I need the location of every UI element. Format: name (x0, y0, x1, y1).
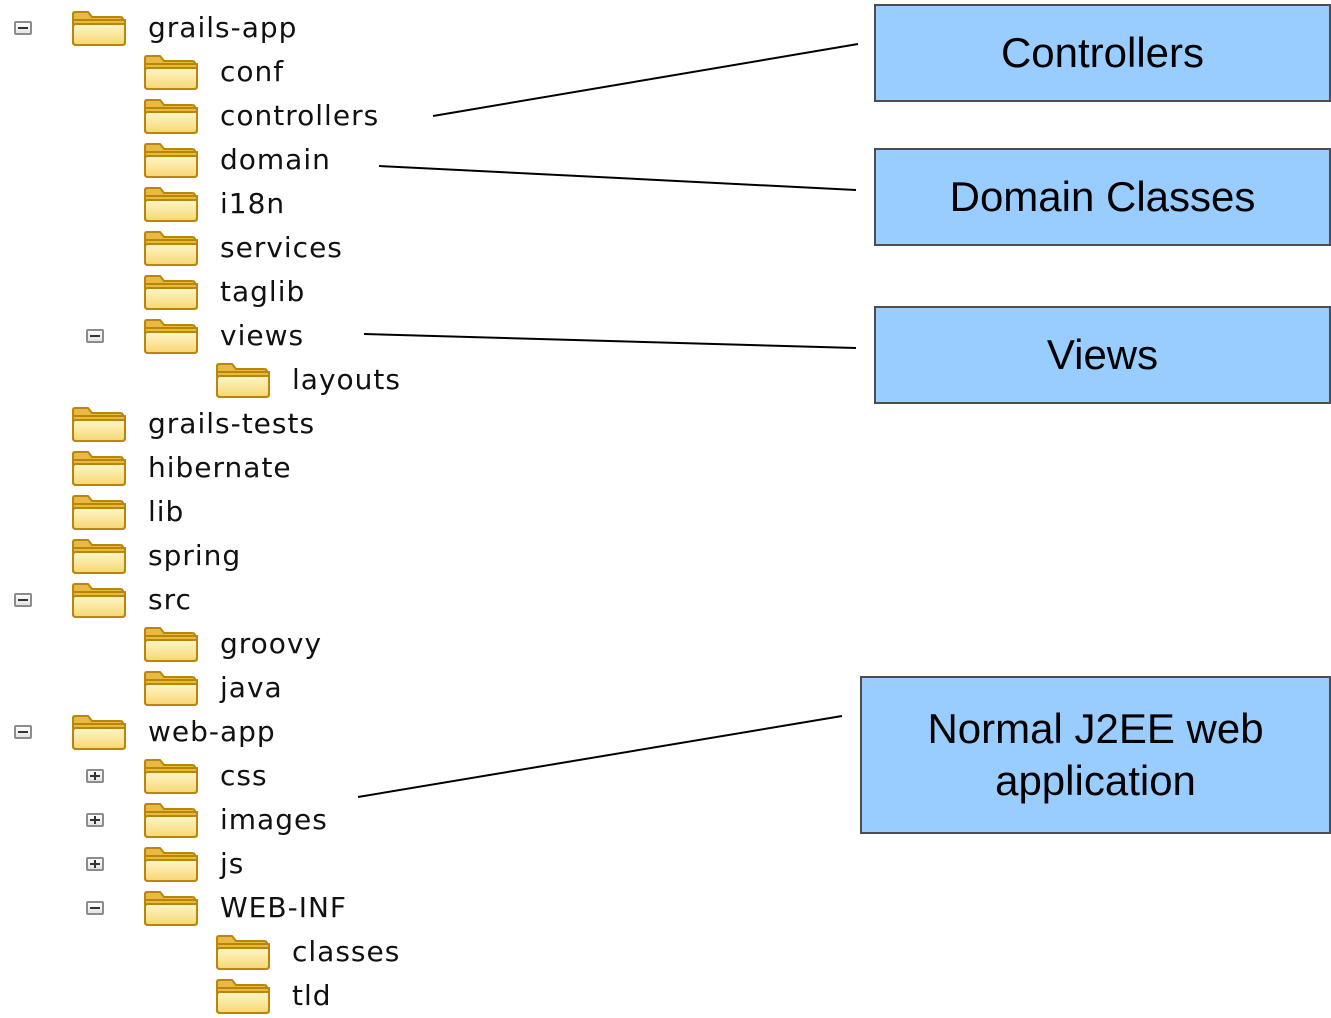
expand-toggle-icon[interactable] (86, 769, 104, 783)
collapse-toggle-icon[interactable] (86, 901, 104, 915)
tree-row-web-inf[interactable]: WEB-INF (0, 886, 860, 930)
tree-row-web-app[interactable]: web-app (0, 710, 860, 754)
tree-row-css[interactable]: css (0, 754, 860, 798)
callout-line: Controllers (1000, 29, 1205, 76)
expand-toggle-icon[interactable] (86, 857, 104, 871)
tree-row-services[interactable]: services (0, 226, 860, 270)
callout-text: Normal J2EE web application (927, 703, 1263, 807)
callout-text: Views (1047, 329, 1158, 381)
callout-text: Controllers (1001, 27, 1204, 79)
folder-icon (142, 184, 200, 224)
folder-icon (142, 888, 200, 928)
tree-row-domain[interactable]: domain (0, 138, 860, 182)
connector-line-domain (378, 165, 857, 191)
tree-row-hibernate[interactable]: hibernate (0, 446, 860, 490)
folder-label: controllers (220, 99, 380, 132)
folder-icon (142, 624, 200, 664)
folder-icon (142, 272, 200, 312)
folder-icon (142, 96, 200, 136)
folder-icon (70, 712, 128, 752)
connector-line-images (357, 715, 843, 798)
folder-icon (70, 448, 128, 488)
folder-icon (142, 800, 200, 840)
folder-label: WEB-INF (220, 891, 347, 924)
folder-label: images (220, 803, 328, 836)
callout-domain: Domain Classes (874, 148, 1331, 246)
callout-line: Views (1046, 331, 1159, 378)
connector-line-views (363, 333, 857, 349)
callout-line: Normal J2EE web (927, 705, 1264, 752)
folder-label: java (220, 671, 283, 704)
tree-row-layouts[interactable]: layouts (0, 358, 860, 402)
tree-row-taglib[interactable]: taglib (0, 270, 860, 314)
tree-row-js[interactable]: js (0, 842, 860, 886)
folder-icon (70, 492, 128, 532)
callout-images: Normal J2EE web application (860, 676, 1331, 834)
folder-icon (142, 668, 200, 708)
tree-row-conf[interactable]: conf (0, 50, 860, 94)
folder-icon (142, 228, 200, 268)
folder-label: hibernate (148, 451, 292, 484)
folder-icon (142, 756, 200, 796)
folder-label: i18n (220, 187, 286, 220)
folder-label: lib (148, 495, 185, 528)
tree-row-i18n[interactable]: i18n (0, 182, 860, 226)
folder-icon (70, 404, 128, 444)
tree-row-java[interactable]: java (0, 666, 860, 710)
tree-row-grails-app[interactable]: grails-app (0, 6, 860, 50)
collapse-toggle-icon[interactable] (86, 329, 104, 343)
callout-controllers: Controllers (874, 4, 1331, 102)
folder-label: grails-app (148, 11, 298, 44)
tree-row-views[interactable]: views (0, 314, 860, 358)
tree-row-grails-tests[interactable]: grails-tests (0, 402, 860, 446)
folder-icon (70, 536, 128, 576)
folder-label: conf (220, 55, 285, 88)
callout-views: Views (874, 306, 1331, 404)
folder-icon (142, 140, 200, 180)
folder-label: groovy (220, 627, 323, 660)
folder-icon (142, 844, 200, 884)
tree-row-images[interactable]: images (0, 798, 860, 842)
folder-label: grails-tests (148, 407, 316, 440)
folder-icon (214, 932, 272, 972)
folder-label: web-app (148, 715, 276, 748)
tree-row-spring[interactable]: spring (0, 534, 860, 578)
tree-row-groovy[interactable]: groovy (0, 622, 860, 666)
tree-row-lib[interactable]: lib (0, 490, 860, 534)
folder-icon (142, 316, 200, 356)
collapse-toggle-icon[interactable] (14, 725, 32, 739)
folder-label: layouts (292, 363, 401, 396)
folder-icon (142, 52, 200, 92)
folder-label: css (220, 759, 268, 792)
callout-text: Domain Classes (950, 171, 1256, 223)
callout-line: Domain Classes (949, 173, 1256, 220)
expand-toggle-icon[interactable] (86, 813, 104, 827)
folder-label: domain (220, 143, 331, 176)
tree-row-classes[interactable]: classes (0, 930, 860, 974)
tree-row-src[interactable]: src (0, 578, 860, 622)
folder-icon (70, 8, 128, 48)
folder-icon (214, 360, 272, 400)
folder-label: src (148, 583, 192, 616)
folder-label: services (220, 231, 343, 264)
folder-label: spring (148, 539, 242, 572)
folder-label: taglib (220, 275, 306, 308)
callout-line: application (995, 757, 1196, 804)
folder-label: classes (292, 935, 401, 968)
collapse-toggle-icon[interactable] (14, 593, 32, 607)
connector-line-controllers (432, 43, 859, 117)
collapse-toggle-icon[interactable] (14, 21, 32, 35)
folder-icon (70, 580, 128, 620)
folder-label: js (220, 847, 245, 880)
tree-row-controllers[interactable]: controllers (0, 94, 860, 138)
folder-label: views (220, 319, 305, 352)
